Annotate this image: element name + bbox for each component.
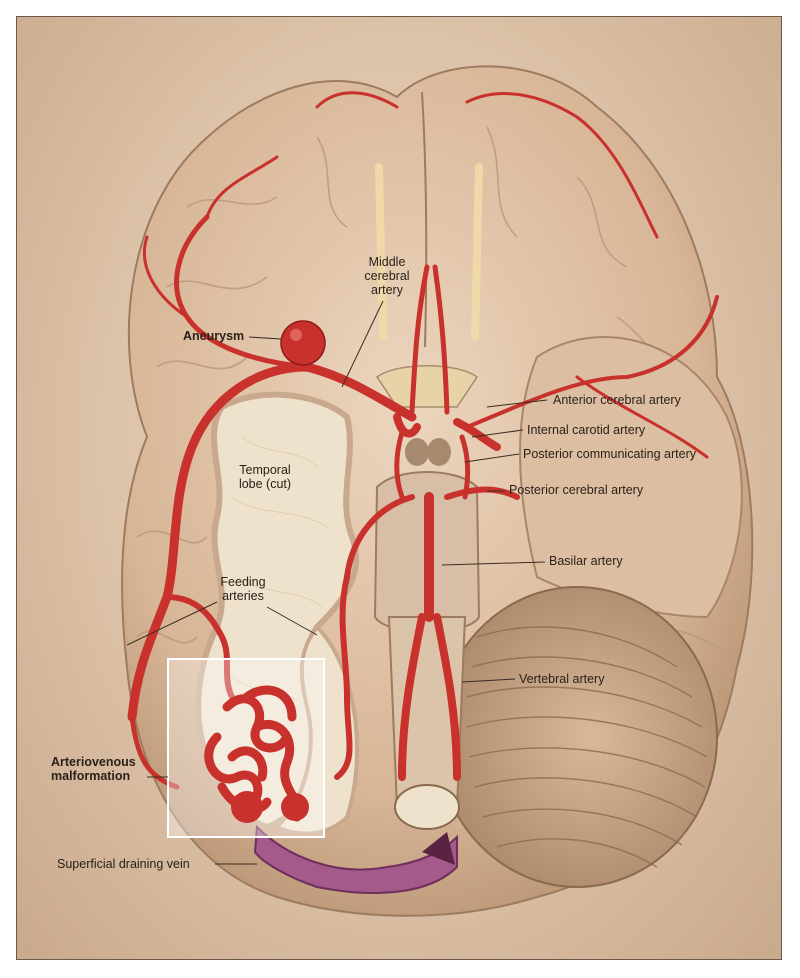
frontal-branch xyxy=(315,91,399,109)
label-basilar-artery: Basilar artery xyxy=(549,554,623,568)
label-superficial-draining-vein: Superficial draining vein xyxy=(57,857,190,871)
ica-left xyxy=(393,413,421,438)
leader-lines xyxy=(126,300,548,865)
label-feeding-arteries: Feeding arteries xyxy=(220,575,266,603)
cut-region-lower xyxy=(273,623,359,836)
aca-right xyxy=(432,264,450,415)
ica-right xyxy=(453,418,501,451)
spinal-cord-cut xyxy=(394,784,460,830)
pca-right xyxy=(444,486,520,500)
vertebral-right xyxy=(433,613,461,781)
label-arteriovenous-malformation: Arteriovenous malformation xyxy=(51,755,136,783)
vein-end xyxy=(422,832,455,865)
mammillary-left xyxy=(405,438,429,466)
frontal-branch-r xyxy=(465,92,659,239)
draining-vein xyxy=(253,824,458,894)
pcom-left xyxy=(394,429,405,500)
label-internal-carotid-artery: Internal carotid artery xyxy=(527,423,646,437)
illustration-frame: Middle cerebral artery Aneurysm Anterior… xyxy=(16,16,782,960)
cerebellum-folia xyxy=(466,626,708,868)
right-temporal-lobe xyxy=(519,336,743,619)
label-posterior-cerebral-artery: Posterior cerebral artery xyxy=(509,483,644,497)
feeding-artery-1 xyxy=(164,594,235,700)
arteries xyxy=(127,91,719,790)
mca-branch-2 xyxy=(205,155,279,219)
brain-base-illustration xyxy=(121,65,754,917)
mca-branch-3 xyxy=(142,235,189,319)
label-posterior-communicating-artery: Posterior communicating artery xyxy=(523,447,696,461)
label-aneurysm: Aneurysm xyxy=(183,329,245,343)
feeding-artery-2 xyxy=(334,574,353,780)
longitudinal-fissure xyxy=(421,91,428,348)
olfactory-tract-left xyxy=(375,163,387,341)
label-middle-cerebral-artery: Middle cerebral artery xyxy=(364,255,410,297)
pca-left xyxy=(344,494,415,580)
olfactory-tract-right xyxy=(471,163,483,341)
cerebellum xyxy=(436,586,718,888)
label-vertebral-artery: Vertebral artery xyxy=(519,672,605,686)
mammillary-right xyxy=(427,438,451,466)
label-temporal-lobe-cut: Temporal lobe (cut) xyxy=(238,463,292,491)
vertebral-left xyxy=(398,613,426,781)
mca-loop xyxy=(127,362,417,722)
right-mca xyxy=(465,295,719,429)
right-mca-2 xyxy=(575,375,709,459)
aneurysm-sac xyxy=(280,320,326,366)
label-anterior-cerebral-artery: Anterior cerebral artery xyxy=(553,393,681,407)
aca-left xyxy=(409,264,430,415)
